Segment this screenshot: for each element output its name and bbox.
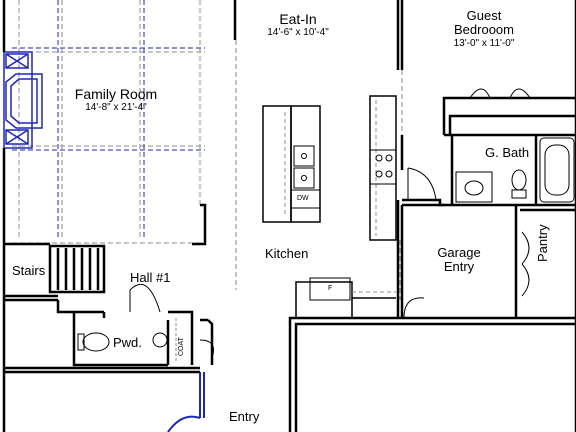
bath-fixtures [455, 137, 575, 203]
powder-label: Pwd. [113, 335, 142, 350]
fridge-label: F [328, 285, 333, 292]
kitchen-label: Kitchen [265, 246, 309, 261]
closet-doors [469, 88, 531, 99]
garage-entry-label: Garage Entry [426, 245, 492, 275]
garage-entry-line2: Entry [443, 259, 475, 275]
powder-fixtures [77, 318, 177, 362]
pantry-label: Pantry [535, 224, 550, 262]
eat-in-dims: 14'-6" x 10'-4" [267, 27, 329, 39]
guest-bedroom-name-line1: Guest [466, 8, 502, 23]
eat-in-name: Eat-In [279, 11, 317, 27]
family-room-dims: 14'-8" x 21'-4" [85, 102, 147, 114]
dashed-boundaries [235, 40, 403, 300]
fridge-counter [295, 277, 396, 319]
family-room-label: Family Room 14'-8" x 21'-4" [52, 86, 180, 114]
g-bath-label: G. Bath [485, 145, 530, 160]
coat-label: COAT [178, 337, 185, 356]
garage-entry-line1: Garage [437, 245, 481, 260]
hall-label: Hall #1 [130, 270, 171, 285]
eat-in-label: Eat-In 14'-6" x 10'-4" [236, 11, 360, 39]
family-room-name: Family Room [74, 86, 158, 102]
entry-door [167, 372, 205, 432]
family-room-ceiling-grid [12, 0, 205, 244]
fireplace-icon [3, 51, 43, 149]
door-swings [129, 167, 530, 359]
kitchen-island [262, 105, 321, 223]
dishwasher-label: DW [297, 195, 309, 202]
entry-label: Entry [229, 409, 260, 424]
guest-bedroom-name-line2: Bedrooom [454, 22, 514, 38]
guest-bedroom-label: Guest Bedrooom 13'-0" x 11'-0" [436, 8, 532, 49]
stairs-label: Stairs [12, 263, 46, 278]
guest-bedroom-dims: 13'-0" x 11'-0" [453, 37, 515, 49]
kitchen-counter [369, 95, 397, 241]
